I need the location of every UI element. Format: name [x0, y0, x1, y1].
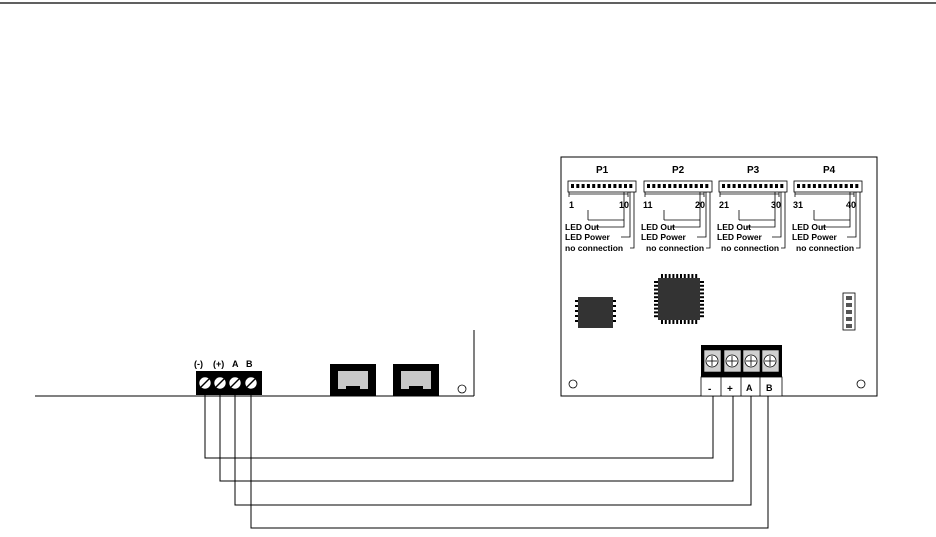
led-out-label-p1: LED Out: [565, 222, 599, 232]
pin-start-p3: 21: [719, 200, 729, 210]
board-terminal-label-neg: -: [708, 384, 711, 395]
led-out-label-p4: LED Out: [792, 222, 826, 232]
rj-jack-1: [330, 364, 376, 396]
connector-title-p2: P2: [672, 165, 685, 176]
rj-jack-2: [393, 364, 439, 396]
small-ic-chip: [575, 297, 616, 328]
panel-terminal-block: [196, 371, 262, 395]
pin-end-p3: 30: [771, 200, 781, 210]
led-power-label-p1: LED Power: [565, 232, 611, 242]
panel-terminal-label-b: B: [246, 359, 253, 369]
pin-end-p4: 40: [846, 200, 856, 210]
control-panel: (-) (+) A B: [35, 330, 475, 397]
wire-positive: [219, 395, 734, 482]
no-connection-label-p3: no connection: [721, 243, 779, 253]
pin-start-p4: 31: [793, 200, 803, 210]
led-power-label-p3: LED Power: [717, 232, 763, 242]
no-connection-label-p2: no connection: [646, 243, 704, 253]
wiring: [204, 395, 769, 529]
led-leaders-2: [663, 192, 711, 249]
wire-b: [250, 395, 769, 529]
wire-negative: [204, 395, 714, 459]
led-power-label-p2: LED Power: [641, 232, 687, 242]
led-out-label-p3: LED Out: [717, 222, 751, 232]
led-out-label-p2: LED Out: [641, 222, 675, 232]
leader-lines: [587, 192, 861, 249]
board-terminal-label-pos: +: [727, 384, 733, 395]
connector-header-2: [643, 180, 713, 197]
board-mounting-hole-left: [568, 379, 578, 389]
microcontroller-chip: [654, 274, 704, 324]
connector-header-3: [718, 180, 788, 197]
led-power-label-p4: LED Power: [792, 232, 838, 242]
dip-switch: [842, 292, 856, 331]
panel-terminal-label-pos: (+): [213, 359, 224, 369]
connector-title-p1: P1: [596, 165, 609, 176]
connector-title-p4: P4: [823, 165, 836, 176]
board-terminal-label-b: B: [766, 383, 773, 393]
connector-title-p3: P3: [747, 165, 760, 176]
board-terminal-block: [700, 345, 783, 397]
panel-terminal-label-a: A: [232, 359, 239, 369]
led-leaders-4: [813, 192, 861, 249]
led-leaders-3: [738, 192, 786, 249]
mounting-hole: [457, 384, 467, 394]
pin-start-p2: 11: [643, 200, 653, 210]
panel-terminal-label-neg: (-): [194, 359, 203, 369]
connector-header-4: [793, 180, 863, 197]
pin-start-p1: 1: [569, 200, 574, 210]
led-leaders-1: [587, 192, 635, 249]
board-terminal-label-a: A: [746, 383, 753, 393]
no-connection-label-p4: no connection: [796, 243, 854, 253]
no-connection-label-p1: no connection: [565, 243, 623, 253]
connector-group: [567, 180, 863, 197]
connector-header-1: [567, 180, 637, 197]
wire-a: [234, 395, 752, 506]
board-mounting-hole-right: [856, 379, 866, 389]
